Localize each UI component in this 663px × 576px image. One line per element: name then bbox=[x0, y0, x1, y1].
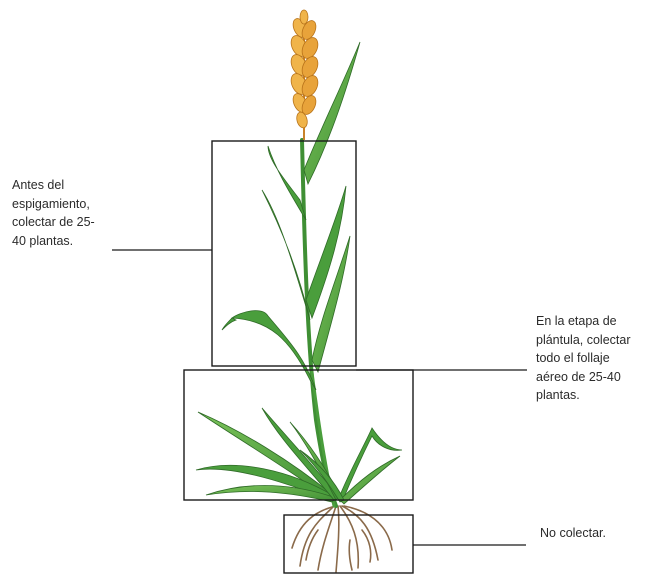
label-before-heading-line: 40 plantas. bbox=[12, 232, 95, 251]
label-seedling-stage-line: En la etapa de bbox=[536, 312, 631, 331]
label-do-not-collect: No colectar. bbox=[540, 524, 606, 543]
label-before-heading: Antes del espigamiento, colectar de 25- … bbox=[12, 176, 95, 250]
label-seedling-stage-line: aéreo de 25-40 bbox=[536, 368, 631, 387]
plant-roots bbox=[292, 506, 392, 572]
upper-plant-box bbox=[212, 141, 356, 366]
wheat-spike bbox=[288, 10, 321, 140]
label-do-not-collect-line: No colectar. bbox=[540, 524, 606, 543]
label-before-heading-line: colectar de 25- bbox=[12, 213, 95, 232]
lower-leaves bbox=[196, 408, 402, 504]
upper-leaves bbox=[222, 42, 360, 390]
label-seedling-stage-line: plántula, colectar bbox=[536, 331, 631, 350]
label-seedling-stage: En la etapa de plántula, colectar todo e… bbox=[536, 312, 631, 405]
label-before-heading-line: espigamiento, bbox=[12, 195, 95, 214]
label-seedling-stage-line: todo el follaje bbox=[536, 349, 631, 368]
label-seedling-stage-line: plantas. bbox=[536, 386, 631, 405]
label-before-heading-line: Antes del bbox=[12, 176, 95, 195]
roots-box bbox=[284, 515, 413, 573]
